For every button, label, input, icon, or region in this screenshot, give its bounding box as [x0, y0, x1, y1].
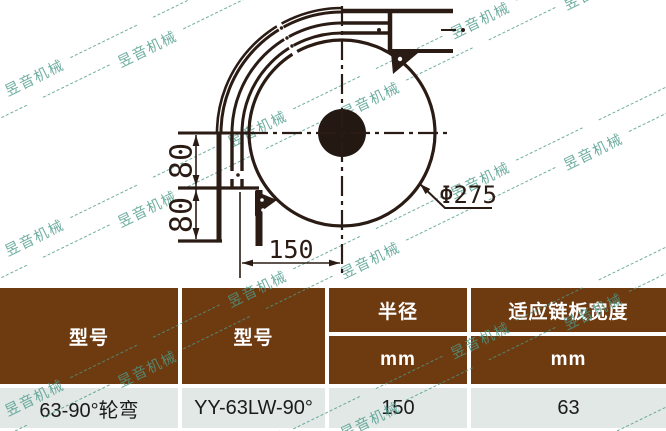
- drawing-svg: 80 80 150 Φ275: [165, 6, 497, 278]
- table-row-model-code: YY-63LW-90°: [182, 388, 325, 428]
- rails-bottom-left: [178, 131, 277, 246]
- rails-top-right: [342, 8, 465, 74]
- table-row-model-cn: 63-90°轮弯: [0, 388, 178, 428]
- gusset-bracket-left: [255, 191, 277, 216]
- bend-rail-arcs: [215, 6, 343, 134]
- header-chain-width-unit: mm: [471, 336, 666, 384]
- header-radius-unit: mm: [329, 336, 467, 384]
- header-radius: 半径: [329, 288, 467, 332]
- technical-drawing: 80 80 150 Φ275: [165, 6, 497, 278]
- header-model-cn-label: 型号: [68, 327, 109, 349]
- value-radius: 150: [381, 396, 415, 419]
- header-model-code: 型号: [182, 288, 325, 384]
- spec-table: 型号 型号 半径 适应链板宽度 mm mm 63-90°轮弯 YY-63LW-9…: [0, 288, 666, 428]
- dimensions: [195, 135, 492, 278]
- header-chain-width-unit-label: mm: [550, 349, 587, 370]
- dimension-diameter-275: Φ275: [439, 181, 497, 209]
- centerlines: [248, 6, 450, 278]
- header-chain-width: 适应链板宽度: [471, 288, 666, 332]
- gusset-bracket-right: [391, 53, 418, 74]
- header-radius-label: 半径: [377, 301, 418, 323]
- dimension-arrows: [192, 135, 431, 267]
- header-model-code-label: 型号: [233, 327, 274, 349]
- value-model-code: YY-63LW-90°: [194, 396, 313, 419]
- table-row-chain-width: 63: [471, 388, 666, 428]
- table-row-radius: 150: [329, 388, 467, 428]
- header-radius-unit-label: mm: [380, 349, 416, 370]
- value-model-cn: 63-90°轮弯: [39, 399, 139, 422]
- value-chain-width: 63: [557, 396, 580, 419]
- header-model-cn: 型号: [0, 288, 178, 384]
- dimension-80-upper: 80: [165, 143, 200, 179]
- header-chain-width-label: 适应链板宽度: [508, 301, 629, 323]
- dimension-80-lower: 80: [165, 197, 200, 233]
- dimension-150: 150: [268, 235, 313, 264]
